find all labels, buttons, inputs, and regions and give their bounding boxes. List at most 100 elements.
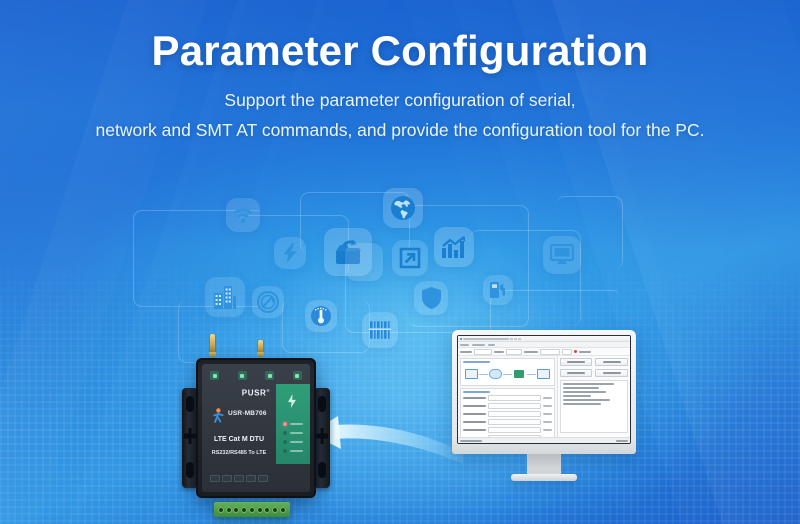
record-indicator	[574, 350, 577, 353]
growth-chart-icon	[434, 227, 474, 267]
toolbar-label-baud	[494, 350, 504, 353]
page-subtitle-line-1: Support the parameter configuration of s…	[224, 90, 576, 111]
led-power	[283, 422, 303, 426]
connector-line-1	[133, 210, 259, 307]
bracket-slot	[318, 396, 326, 412]
led-link	[283, 449, 303, 453]
terminal-pin	[280, 506, 286, 513]
device-port-row	[210, 475, 268, 482]
app-icon	[460, 337, 462, 340]
software-title-text	[463, 337, 509, 340]
connector-line-3	[300, 192, 410, 253]
thermometer-icon	[305, 300, 337, 332]
toolbar-label-port	[460, 350, 472, 353]
restore-default-button[interactable]	[559, 369, 593, 377]
bracket-cross-slot	[316, 428, 328, 444]
indicator-network	[265, 371, 275, 380]
antenna-connector-2	[257, 340, 264, 357]
topology-group-header	[463, 361, 490, 363]
open-port-button[interactable]	[562, 348, 572, 355]
restart-device-button[interactable]	[595, 369, 628, 377]
software-toolbar[interactable]	[458, 348, 630, 356]
buildings-icon	[205, 277, 245, 317]
fuel-pump-icon	[483, 275, 513, 305]
monitor-bezel	[452, 330, 636, 454]
device-port	[222, 475, 232, 482]
monitor-neck	[527, 454, 561, 474]
external-link-icon	[392, 240, 428, 276]
monitor-foot	[511, 474, 577, 481]
device-body: PUSR® USR-MB706 LTE Cat M DTU RS232/RS48…	[196, 358, 316, 498]
device-brand: PUSR®	[241, 388, 270, 398]
menu-help[interactable]	[488, 343, 495, 346]
menu-options[interactable]	[472, 343, 485, 346]
connector-line-6	[470, 230, 581, 326]
dtu-device: PUSR® USR-MB706 LTE Cat M DTU RS232/RS48…	[182, 332, 330, 517]
action-button-row-2	[559, 369, 628, 377]
headline-block: Parameter Configuration Support the para…	[0, 28, 800, 146]
topology-link-1	[479, 373, 488, 375]
bracket-slot	[318, 462, 326, 478]
status-text-left	[460, 439, 482, 442]
device-led-stack	[283, 422, 303, 458]
topology-group	[460, 358, 555, 386]
mode-select[interactable]	[540, 348, 560, 355]
topology-node-serial-device	[465, 369, 478, 380]
action-button-row-1	[559, 358, 628, 366]
read-params-button[interactable]	[559, 358, 593, 366]
topology-link-3	[526, 373, 536, 375]
led-work	[283, 431, 303, 435]
configuration-software-window[interactable]	[458, 336, 630, 443]
globe-icon	[383, 188, 423, 228]
topology-node-dtu	[513, 369, 526, 380]
software-menubar[interactable]	[458, 342, 630, 348]
param-row[interactable]	[463, 403, 552, 409]
param-row[interactable]	[463, 427, 552, 433]
bracket-cross-slot	[184, 428, 196, 444]
minimize-button[interactable]	[510, 337, 513, 340]
mounting-bracket-right	[314, 388, 330, 488]
param-row[interactable]	[463, 411, 552, 417]
param-row[interactable]	[463, 395, 552, 401]
topology-node-cloud	[488, 369, 502, 380]
toolbar-label-mode	[524, 350, 538, 353]
running-man-icon	[212, 408, 226, 424]
menu-file[interactable]	[460, 343, 469, 346]
status-text-right	[616, 439, 628, 442]
device-port	[246, 475, 256, 482]
indicator-serial	[237, 371, 247, 380]
terminal-block	[214, 502, 290, 517]
device-port	[234, 475, 244, 482]
port-select[interactable]	[474, 348, 492, 355]
terminal-pin	[241, 506, 248, 513]
bracket-slot	[186, 462, 194, 478]
device-model: USR-MB706	[228, 410, 267, 417]
topology-node-pc	[536, 369, 550, 380]
baud-select[interactable]	[506, 348, 522, 355]
close-button[interactable]	[518, 337, 521, 340]
maximize-button[interactable]	[514, 337, 517, 340]
device-faceplate: PUSR® USR-MB706 LTE Cat M DTU RS232/RS48…	[202, 364, 310, 492]
indicator-power	[210, 371, 219, 380]
write-params-button[interactable]	[595, 358, 628, 366]
lightning-bolt-icon	[274, 237, 306, 269]
led-net	[283, 440, 303, 444]
device-line-2: RS232/RS485 To LTE	[211, 450, 267, 456]
wifi-icon	[226, 198, 260, 232]
software-statusbar	[458, 437, 630, 443]
device-port	[210, 475, 220, 482]
settings-group-header	[463, 391, 490, 393]
toolbar-status-label	[579, 350, 591, 353]
terminal-pin	[248, 506, 255, 513]
shield-icon	[414, 281, 448, 315]
external-link-icon-wrap	[345, 243, 383, 281]
log-output-area[interactable]	[559, 380, 628, 434]
connector-line-5	[408, 205, 529, 327]
desktop-monitor	[452, 330, 636, 481]
mounting-bracket-left	[182, 388, 198, 488]
terminal-pin	[217, 506, 224, 513]
terminal-pin	[264, 506, 271, 513]
cloud-upload-icon	[324, 228, 372, 276]
param-row[interactable]	[463, 419, 552, 425]
